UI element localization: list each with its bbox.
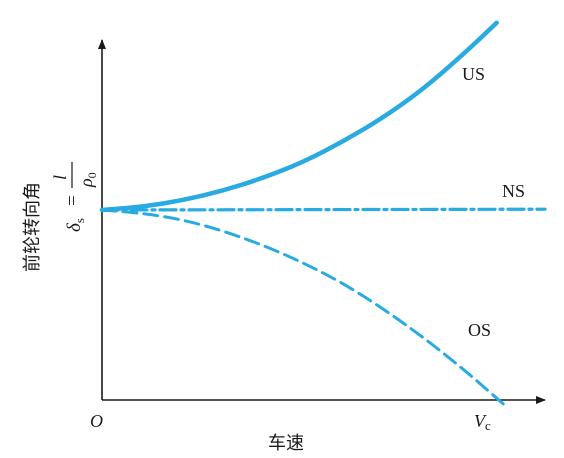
- series-label-os: OS: [468, 320, 491, 340]
- origin-label: O: [90, 411, 103, 431]
- axes: [98, 39, 546, 404]
- formula-rho-sub: 0: [85, 172, 99, 178]
- formula-delta-sub: s: [72, 218, 87, 223]
- series-labels: US NS OS: [462, 64, 525, 340]
- formula-numerator: l: [50, 175, 70, 180]
- series-label-ns: NS: [502, 181, 525, 201]
- y-axis-label-chinese: 前轮转向角: [22, 182, 42, 272]
- series-line-os: [100, 208, 507, 407]
- y-axis-label: 前轮转向角 δs = l ρ0: [22, 162, 99, 272]
- x-axis-end-label: Vc: [474, 411, 491, 433]
- x-axis-label: 车速: [268, 433, 304, 453]
- formula-rho: ρ: [76, 178, 96, 188]
- series-line-ns: [100, 207, 547, 212]
- y-axis-formula: δs = l ρ0: [50, 162, 99, 232]
- svg-text:δs: δs: [64, 218, 87, 232]
- curves: [99, 20, 547, 407]
- formula-delta: δ: [64, 222, 85, 232]
- svg-text:ρ0: ρ0: [76, 172, 99, 188]
- series-label-us: US: [462, 64, 485, 84]
- formula-equals: =: [62, 195, 83, 206]
- series-line-us: [99, 20, 499, 213]
